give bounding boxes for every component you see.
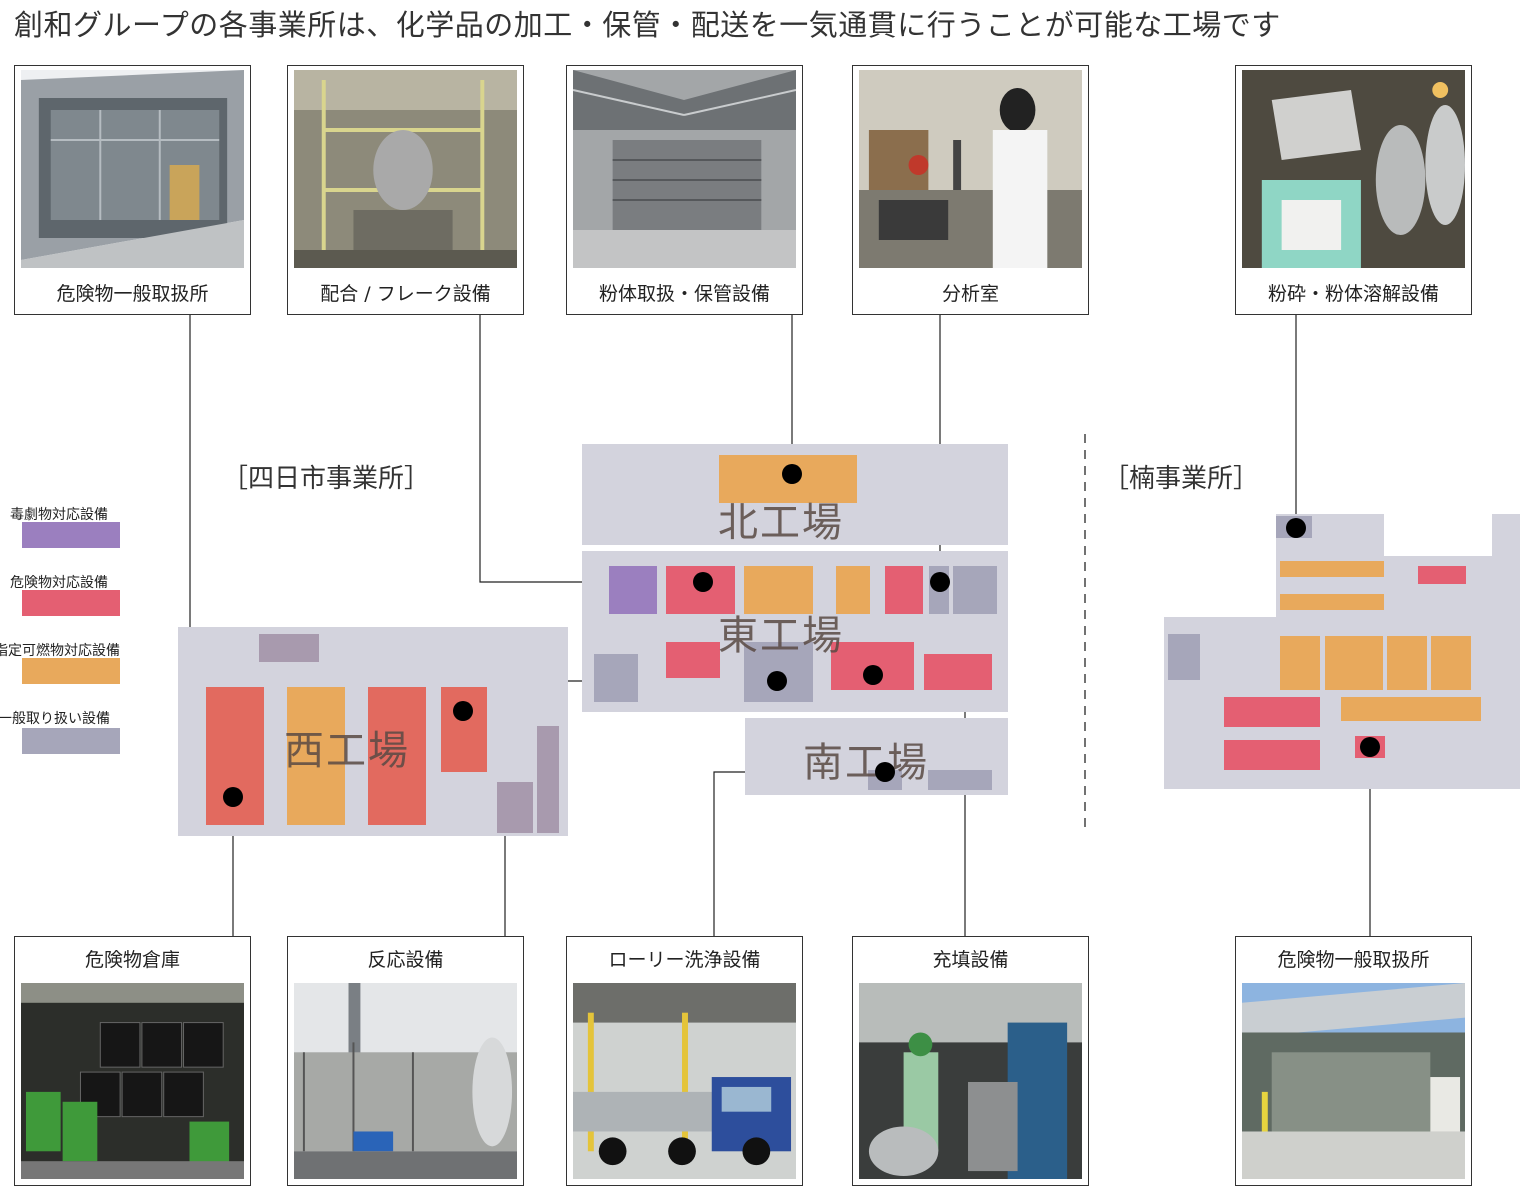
card-hazard-handling-kusu[interactable]: 危険物一般取扱所 [1235,936,1472,1186]
card-drum-warehouse[interactable]: 危険物倉庫 [14,936,251,1186]
factory-name-east: 東工場 [718,613,844,659]
marker-dot-kusu-hazard-handling [1360,737,1380,757]
general-equipment-block [537,726,559,833]
card-caption: 充填設備 [932,949,1009,971]
combustible-equipment-block [836,566,870,614]
combustible-equipment-block [1280,561,1384,577]
legend-swatch-general [22,728,120,754]
legend-label-general: 一般取り扱い設備 [0,711,110,727]
page-title: 創和グループの各事業所は、化学品の加工・保管・配送を一気通貫に行うことが可能な工… [14,8,1281,42]
card-tanker-washing[interactable]: ローリー洗浄設備 [566,936,803,1186]
hazardous-equipment-block [1418,566,1466,584]
general-equipment-block [497,782,533,833]
card-mixing-flake[interactable]: 配合 / フレーク設備 [287,65,524,315]
laboratory-photo [859,70,1082,268]
marker-dot-washing [875,762,895,782]
hazardous-equipment-block [1224,740,1320,770]
card-reaction-equipment[interactable]: 反応設備 [287,936,524,1186]
card-caption: 危険物一般取扱所 [56,283,209,305]
hazardous-equipment-block [666,642,720,678]
card-caption: 反応設備 [367,949,444,971]
general-equipment-block [1168,634,1200,680]
card-caption: 配合 / フレーク設備 [320,283,491,305]
tanker-truck-photo [573,983,796,1179]
legend-label-poison: 毒劇物対応設備 [10,507,108,523]
legend-swatch-combustible [22,658,120,684]
reactor-photo [294,983,517,1179]
combustible-equipment-block [1341,697,1481,721]
general-equipment-block [259,634,319,662]
card-grinding-dissolving[interactable]: 粉砕・粉体溶解設備 [1235,65,1472,315]
legend-label-combustible: 指定可燃物対応設備 [0,643,120,659]
marker-dot-lab [930,572,950,592]
combustible-equipment-block [287,687,345,825]
combustible-equipment-block [1431,636,1471,690]
factory-name-west: 西工場 [284,728,410,774]
connector-line [873,674,966,937]
card-analysis-room[interactable]: 分析室 [852,65,1089,315]
card-caption: 危険物一般取扱所 [1277,949,1430,971]
legend-swatch-hazardous [22,590,120,616]
powder-warehouse-photo [573,70,796,268]
hazardous-equipment-block [885,566,923,614]
general-equipment-block [928,770,992,790]
card-powder-storage[interactable]: 粉体取扱・保管設備 [566,65,803,315]
card-caption: 危険物倉庫 [84,949,180,971]
card-caption: 分析室 [941,283,999,305]
card-hazard-handling-yokkaichi[interactable]: 危険物一般取扱所 [14,65,251,315]
general-equipment-block [594,654,638,702]
factory-name-south: 南工場 [803,740,929,786]
connector-line [713,771,885,937]
hazardous-equipment-block [368,687,426,825]
general-equipment-block [953,566,997,614]
marker-dot-west-hazard-handling [453,701,473,721]
kusu-building-annex [1492,514,1520,558]
hazardous-equipment-block [924,654,992,690]
card-filling-equipment[interactable]: 充填設備 [852,936,1089,1186]
hazardous-equipment-block [441,687,487,772]
open-shed-photo [21,70,244,268]
poison-equipment-block [609,566,657,614]
legend-swatch-poison [22,522,120,548]
marker-dot-reactor [767,671,787,691]
mixing-plant-photo [294,70,517,268]
combustible-equipment-block [1325,636,1383,690]
marker-dot-grinder [1286,518,1306,538]
combustible-equipment-block [1387,636,1427,690]
combustible-equipment-block [744,566,813,614]
legend-label-hazardous: 危険物対応設備 [10,575,108,591]
marker-dot-mixing [693,572,713,592]
factory-name-north: 北工場 [718,500,844,546]
drum-warehouse-photo [21,983,244,1179]
marker-dot-drum-warehouse [223,787,243,807]
marker-dot-powder [782,464,802,484]
open-shed-photo [1242,983,1465,1179]
grinder-photo [1242,70,1465,268]
site-label-kusu: ［楠事業所］ [1103,464,1260,494]
site-label-yokkaichi: ［四日市事業所］ [222,464,431,494]
filling-station-photo [859,983,1082,1179]
hazardous-equipment-block [1224,697,1320,727]
card-caption: 粉体取扱・保管設備 [598,283,770,305]
card-caption: 粉砕・粉体溶解設備 [1267,283,1439,305]
combustible-equipment-block [1280,594,1384,610]
marker-dot-filling [863,665,883,685]
combustible-equipment-block [1280,636,1320,690]
card-caption: ローリー洗浄設備 [608,949,761,971]
